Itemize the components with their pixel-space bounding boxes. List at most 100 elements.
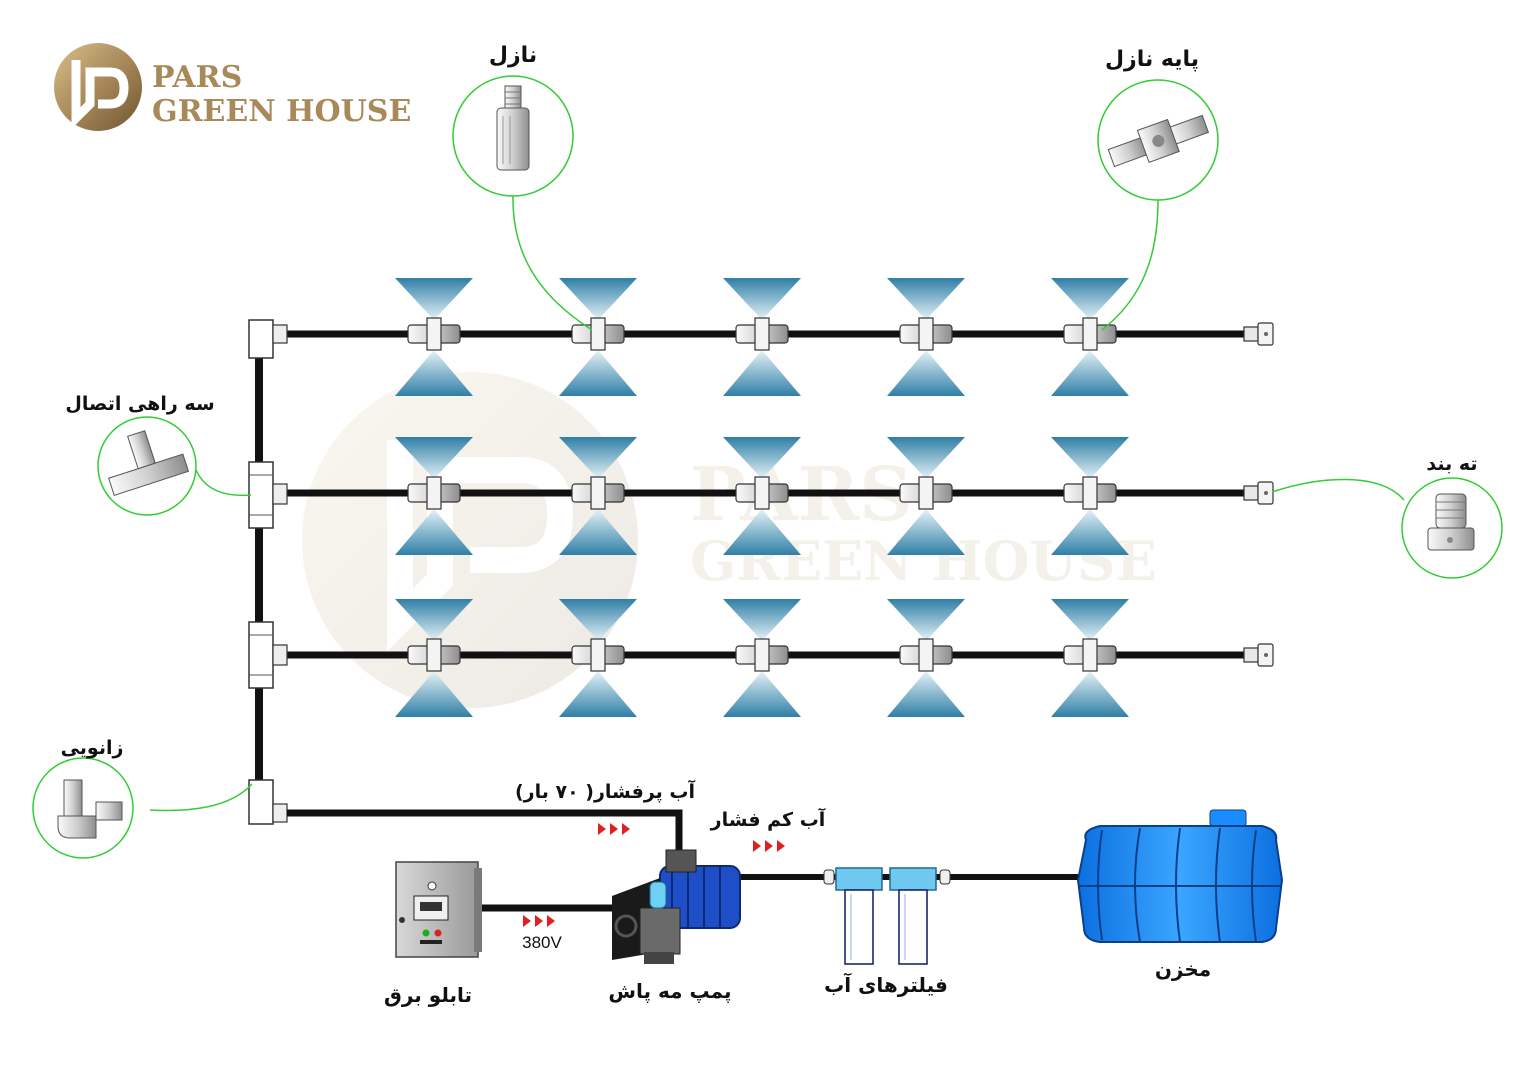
label-water-filters: فیلترهای آب (824, 972, 948, 997)
label-electric-panel: تابلو برق (384, 983, 472, 1007)
nozzle-body (426, 638, 442, 672)
callout-elbow (32, 757, 134, 859)
nozzle-assembly (559, 599, 637, 717)
spray-cone-lower (723, 671, 801, 717)
high-pressure-pipe (287, 809, 683, 852)
flow-arrows-low (753, 840, 785, 852)
nozzle-body (426, 476, 442, 510)
tee-fitting-2 (248, 461, 288, 529)
spray-cone-lower (1051, 509, 1129, 555)
spray-cone-lower (395, 509, 473, 555)
spray-cone-lower (559, 671, 637, 717)
nozzle-body (1082, 638, 1098, 672)
end-cap-fitting (1243, 481, 1274, 505)
label-nozzle: نازل (489, 43, 537, 68)
spray-cone-lower (395, 350, 473, 396)
callout-tee-connector (97, 416, 197, 516)
electric-panel (395, 861, 482, 958)
nozzle-body (1082, 476, 1098, 510)
spray-cone-lower (887, 350, 965, 396)
lateral-line-3 (287, 599, 1274, 717)
flow-arrows-high (598, 823, 630, 835)
spray-cone-lower (1051, 350, 1129, 396)
water-filter-1 (835, 867, 883, 965)
spray-cone-lower (723, 350, 801, 396)
spray-cone-upper (887, 437, 965, 479)
callout-end-cap (1401, 477, 1503, 579)
spray-cone-upper (559, 599, 637, 641)
label-voltage: 380V (522, 933, 562, 952)
spray-cone-lower (887, 671, 965, 717)
spray-cone-upper (395, 599, 473, 641)
spray-cone-upper (887, 599, 965, 641)
end-cap-fitting (1243, 643, 1274, 667)
spray-cone-lower (887, 509, 965, 555)
logo-mark-icon (54, 43, 142, 131)
water-filters (835, 867, 937, 965)
label-nozzle-base: پایه نازل (1105, 47, 1199, 72)
spray-cone-lower (559, 350, 637, 396)
callout-leader-end-cap (1271, 478, 1405, 501)
callout-leader-tee (195, 469, 252, 497)
label-mist-pump: پمپ مه پاش (608, 979, 731, 1004)
callout-leader-nozzle (512, 195, 593, 331)
spray-cone-lower (559, 509, 637, 555)
nozzle-body (754, 476, 770, 510)
spray-cone-upper (395, 278, 473, 320)
nozzle-body (918, 476, 934, 510)
logo-line2: GREEN HOUSE (152, 94, 411, 129)
label-tank: مخزن (1155, 957, 1211, 981)
spray-cone-upper (1051, 599, 1129, 641)
label-high-pressure-water: آب پرفشار( ۷۰ بار) (515, 779, 696, 803)
nozzle-body (918, 638, 934, 672)
spray-cone-lower (1051, 671, 1129, 717)
lateral-lines (287, 278, 1274, 717)
nozzle-body (1082, 317, 1098, 351)
nozzle-assembly (559, 278, 637, 396)
nozzle-assembly (723, 278, 801, 396)
nozzle-assembly (723, 599, 801, 717)
label-tee-connector: سه راهی اتصال (65, 393, 214, 415)
nozzle-assembly (1051, 599, 1129, 717)
spray-cone-upper (723, 437, 801, 479)
nozzle-assembly (1051, 437, 1129, 555)
nozzle-body (590, 638, 606, 672)
water-tank (1076, 809, 1284, 943)
callouts (149, 195, 1405, 812)
spray-cone-upper (559, 437, 637, 479)
nozzle-body (426, 317, 442, 351)
nozzle-assembly (887, 437, 965, 555)
brand-logo: PARS GREEN HOUSE (54, 43, 411, 131)
label-end-cap: ته بند (1426, 453, 1477, 475)
logo-line1: PARS (152, 60, 242, 95)
callout-leader-nozzle-base (1101, 199, 1159, 331)
label-elbow: زانویی (61, 737, 124, 759)
nozzle-assembly (887, 278, 965, 396)
spray-cone-upper (395, 437, 473, 479)
nozzle-assembly (395, 437, 473, 555)
spray-cone-upper (1051, 278, 1129, 320)
spray-cone-lower (395, 671, 473, 717)
nozzle-body (754, 317, 770, 351)
nozzle-assembly (723, 437, 801, 555)
spray-cone-upper (723, 278, 801, 320)
callout-nozzle-base (1097, 79, 1219, 201)
spray-cone-lower (723, 509, 801, 555)
end-cap-fitting (1243, 322, 1274, 346)
spray-cone-upper (559, 278, 637, 320)
spray-cone-upper (887, 278, 965, 320)
mist-pump (612, 849, 741, 964)
nozzle-body (754, 638, 770, 672)
nozzle-body (590, 476, 606, 510)
callout-leader-elbow (149, 783, 253, 812)
lateral-line-1 (287, 278, 1274, 396)
nozzle-assembly (887, 599, 965, 717)
flow-arrows-power (523, 915, 555, 927)
top-elbow-fitting (248, 319, 288, 359)
spray-cone-upper (1051, 437, 1129, 479)
nozzle-body (590, 317, 606, 351)
nozzle-body (918, 317, 934, 351)
bottom-elbow-fitting (248, 779, 288, 825)
nozzle-assembly (559, 437, 637, 555)
